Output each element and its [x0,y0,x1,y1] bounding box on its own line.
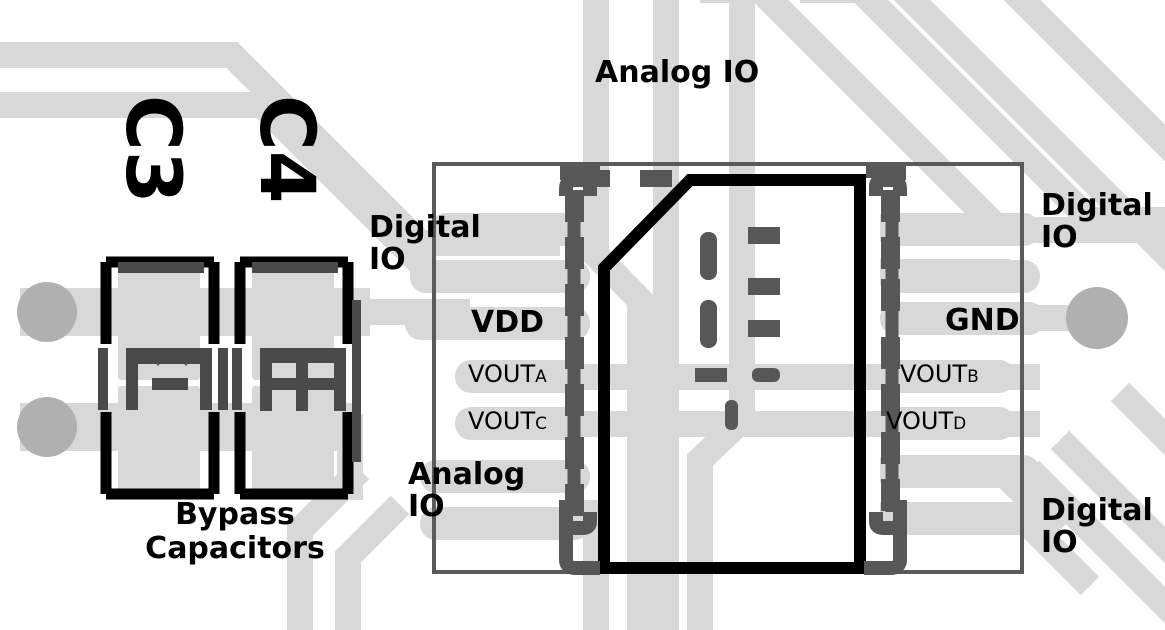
pin-label-vout-d: VOUTD [886,407,967,435]
via-left-lower [17,397,77,457]
ic-pad-ring-edges [567,196,899,512]
pin-label-vout-b: VOUTB [900,360,979,388]
label-analog-io-top: Analog IO [595,55,760,90]
via-pads [17,282,1128,457]
capacitor-silkscreen [100,256,354,500]
capacitor-center-marks [98,300,361,462]
label-digital-io-right-bottom: Digital IO [1041,493,1153,560]
pin-copper-pads [405,213,1045,540]
refdes-c3: C3 [109,95,198,204]
label-analog-io-left: Analog IO [408,457,526,524]
label-gnd: GND [945,303,1020,338]
label-vdd: VDD [471,305,545,340]
refdes-c4: C4 [243,95,332,204]
via-right-gnd [1066,287,1128,349]
label-bypass-capacitors: Bypass Capacitors [145,497,325,566]
pin-label-vout-a: VOUTA [468,360,547,388]
label-digital-io-right-top: Digital IO [1041,188,1153,255]
ic-corner-marks [560,166,906,180]
label-digital-io-left: Digital IO [369,210,481,277]
pin-label-vout-c: VOUTC [468,407,547,435]
ic-pad-ring [559,173,907,575]
via-left-upper [17,282,77,342]
ic-body-silkscreen [598,174,866,574]
